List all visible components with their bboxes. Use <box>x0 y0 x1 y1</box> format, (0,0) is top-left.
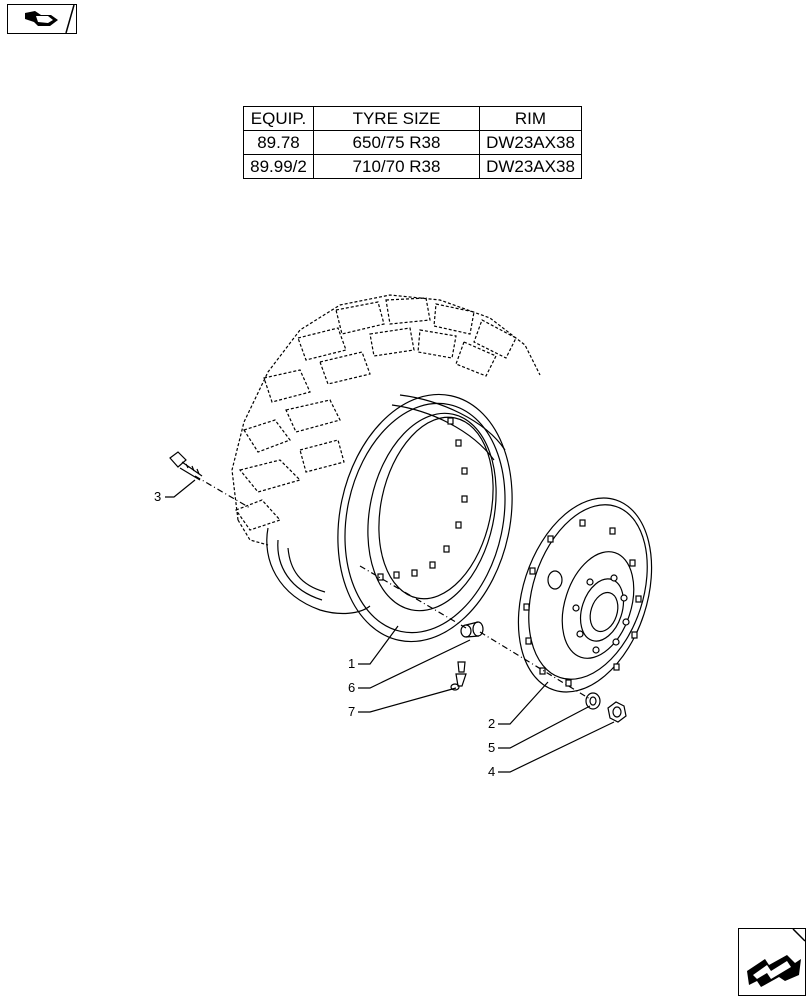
cell-rim: DW23AX38 <box>479 130 582 155</box>
tyre-sidewall <box>266 527 371 615</box>
cell-tyre-size: 650/75 R38 <box>313 130 480 155</box>
cell-rim: DW23AX38 <box>479 154 582 179</box>
callout-number-2: 2 <box>488 716 495 731</box>
table-header-row: EQUIP. TYRE SIZE RIM <box>243 106 582 131</box>
cell-equip: 89.99/2 <box>243 154 314 179</box>
wheel-nut <box>607 701 627 723</box>
assembly-axis-line <box>194 475 591 700</box>
column-header-rim: RIM <box>479 106 582 131</box>
table-row: 89.78 650/75 R38 DW23AX38 <box>243 130 582 155</box>
spacer-washer <box>585 692 601 710</box>
column-header-tyre-size: TYRE SIZE <box>313 106 480 131</box>
callout-number-3: 3 <box>154 489 161 504</box>
cell-equip: 89.78 <box>243 130 314 155</box>
bushing <box>460 621 484 638</box>
tyre-valve <box>450 661 467 691</box>
page-back-arrow-icon <box>8 4 76 34</box>
column-header-equip: EQUIP. <box>243 106 314 131</box>
cell-tyre-size: 710/70 R38 <box>313 154 480 179</box>
callout-number-6: 6 <box>348 680 355 695</box>
page-forward-arrow-icon <box>747 928 806 987</box>
callout-number-4: 4 <box>488 764 495 779</box>
tyre-spec-table: EQUIP. TYRE SIZE RIM 89.78 650/75 R38 DW… <box>243 106 582 179</box>
wheel-bolt <box>169 451 203 481</box>
previous-page-button[interactable] <box>7 4 77 34</box>
table-row: 89.99/2 710/70 R38 DW23AX38 <box>243 154 582 179</box>
callout-number-7: 7 <box>348 704 355 719</box>
tyre-phantom-outline <box>231 294 541 546</box>
callout-leaders <box>165 479 615 773</box>
callout-number-1: 1 <box>348 656 355 671</box>
rim <box>337 393 513 643</box>
wheel-disc <box>517 497 653 693</box>
callout-number-5: 5 <box>488 740 495 755</box>
next-page-button[interactable] <box>738 928 806 996</box>
